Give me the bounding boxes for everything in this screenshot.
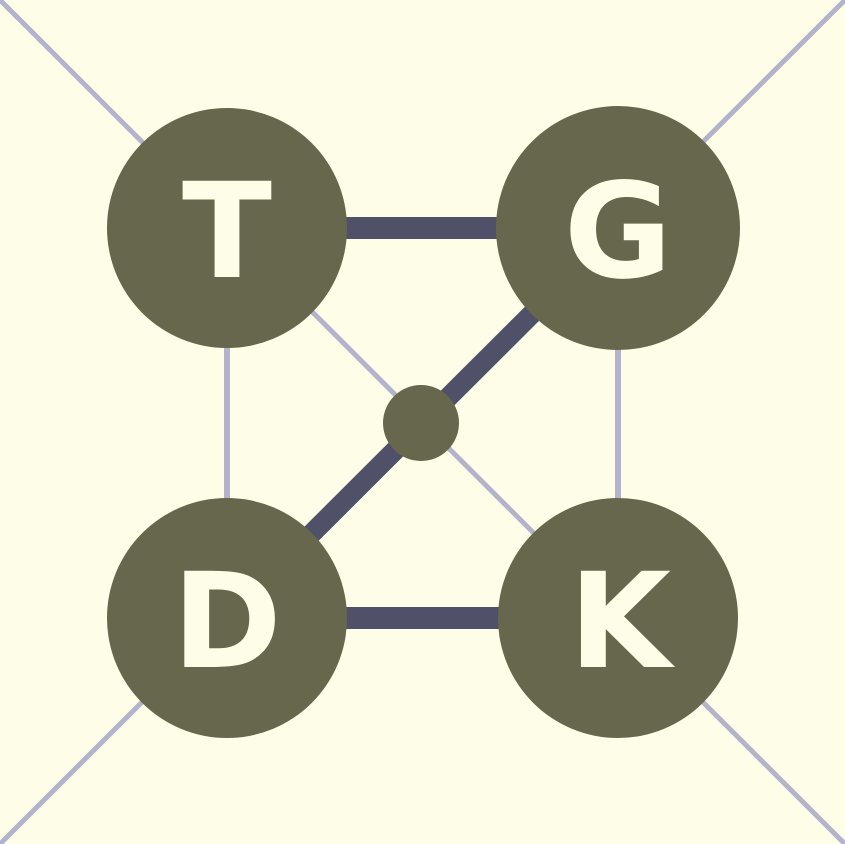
node-letter: G (564, 155, 672, 309)
node-bottom-right: K (498, 498, 738, 738)
node-circle (498, 498, 738, 738)
node-letter: K (569, 545, 676, 699)
node-top-right: G (496, 106, 740, 350)
node-letter: T (182, 155, 272, 309)
center-node (383, 385, 459, 461)
node-circle (107, 498, 347, 738)
node-circle (496, 106, 740, 350)
node-circle (107, 108, 347, 348)
node-bottom-left: D (107, 498, 347, 738)
node-top-left: T (107, 108, 347, 348)
node-letter: D (172, 545, 282, 699)
